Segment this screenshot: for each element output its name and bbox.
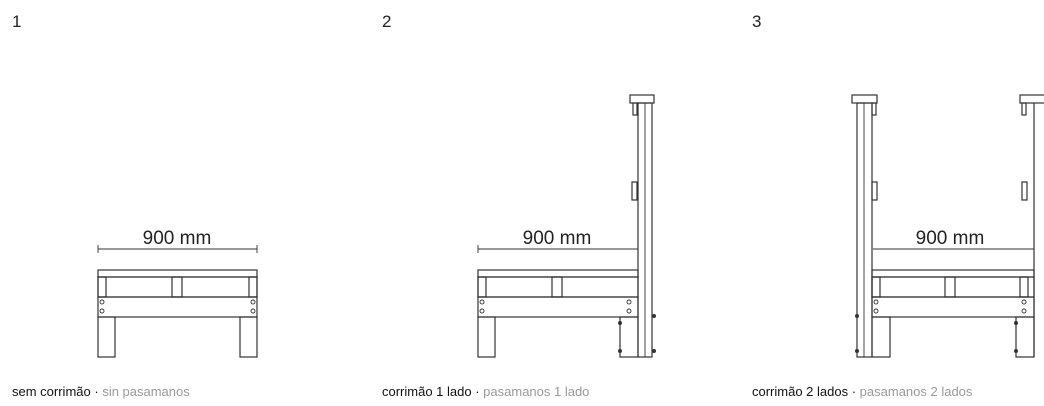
platform-handrail-two-sides: 900 mm	[851, 94, 1044, 358]
caption-3: corrimão 2 lados · pasamanos 2 lados	[752, 384, 972, 399]
panel-1-number: 1	[12, 12, 22, 31]
caption-2-main: corrimão 1 lado	[382, 384, 472, 399]
caption-2-sub: pasamanos 1 lado	[483, 384, 590, 399]
caption-2-separator: ·	[471, 384, 484, 399]
dimension-label-2: 900 mm	[523, 228, 592, 249]
dimension-label-1: 900 mm	[143, 228, 212, 249]
caption-1-separator: ·	[90, 384, 103, 399]
panel-3-number: 3	[752, 12, 762, 31]
panel-2-number: 2	[382, 12, 392, 31]
dimension-label-3: 900 mm	[916, 228, 985, 249]
caption-3-main: corrimão 2 lados	[752, 384, 849, 399]
caption-1-sub: sin pasamanos	[102, 384, 190, 399]
platform-no-handrail: 900 mm	[97, 228, 258, 358]
caption-3-sub: pasamanos 2 lados	[859, 384, 973, 399]
caption-2: corrimão 1 lado · pasamanos 1 lado	[382, 384, 589, 399]
caption-1-main: sem corrimão	[12, 384, 91, 399]
caption-1: sem corrimão · sin pasamanos	[12, 384, 190, 399]
platform-handrail-one-side: 900 mm	[477, 94, 656, 358]
caption-3-separator: ·	[848, 384, 860, 399]
